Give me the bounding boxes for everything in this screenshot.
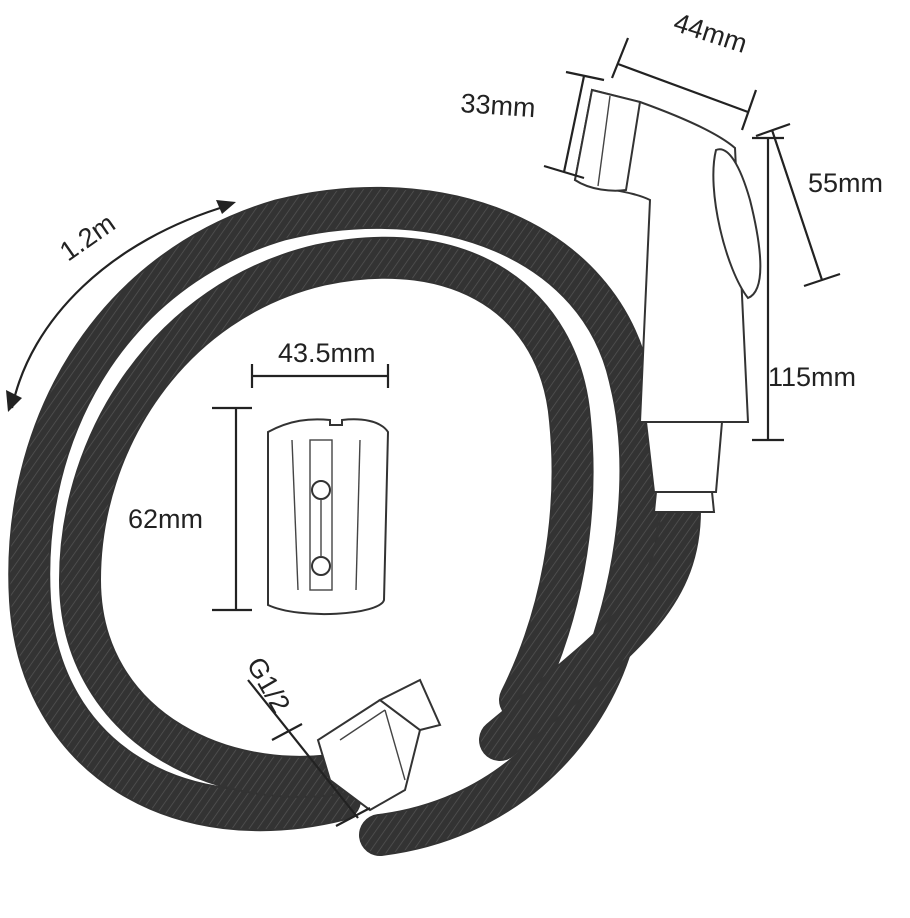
sprayer-handle-label: 115mm xyxy=(768,362,856,392)
sprayer-head xyxy=(573,88,762,513)
sprayer-nozzle-label: 33mm xyxy=(460,88,537,123)
holder-height-label: 62mm xyxy=(128,504,203,534)
hex-nut-connector xyxy=(316,678,442,812)
sprayer-trigger xyxy=(712,148,762,300)
dimension-holder-width: 43.5mm xyxy=(250,338,390,388)
dimension-sprayer-handle: 115mm xyxy=(752,136,856,442)
dimension-sprayer-nozzle: 33mm xyxy=(460,70,605,180)
sprayer-trigger-label: 55mm xyxy=(808,168,883,198)
dimension-sprayer-trigger: 55mm xyxy=(755,122,883,288)
hose-length-label: 1.2m xyxy=(54,208,120,267)
thread-label: G1/2 xyxy=(241,652,296,718)
holder-width-label: 43.5mm xyxy=(278,338,376,368)
dimension-holder-height: 62mm xyxy=(128,406,252,612)
sprayer-width-label: 44mm xyxy=(670,7,751,59)
wall-holder xyxy=(267,418,390,616)
hose xyxy=(8,186,701,856)
